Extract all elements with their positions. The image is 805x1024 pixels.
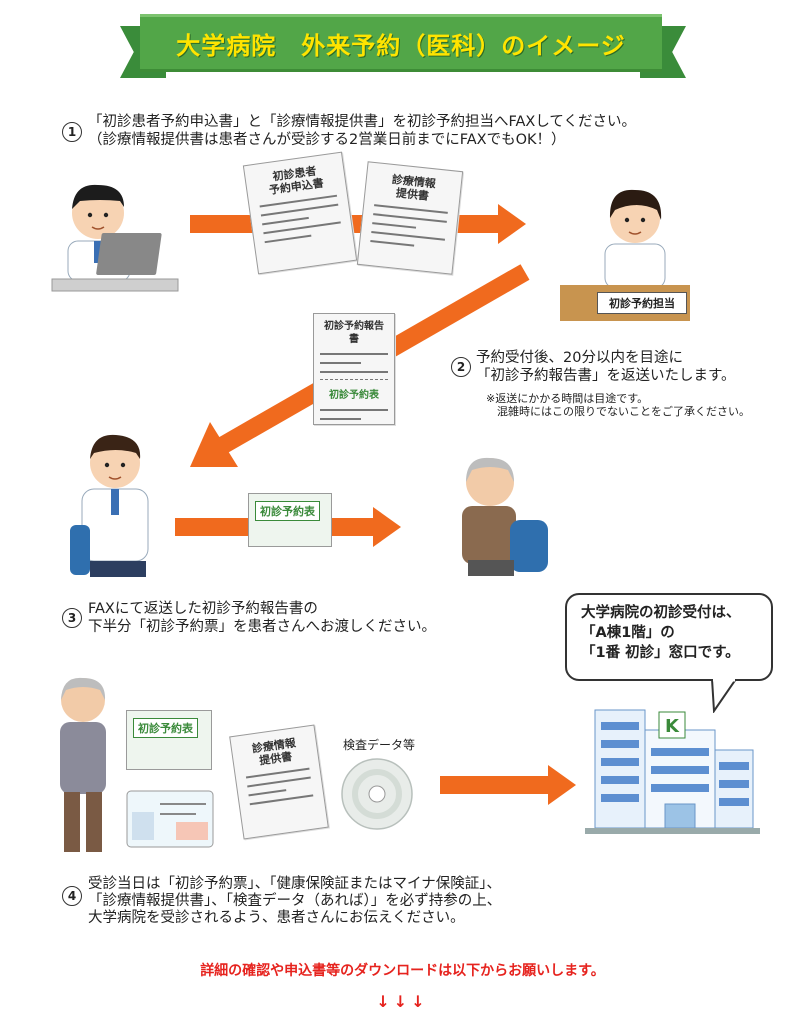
reservation-report-title: 初診予約報告書 [324, 321, 384, 345]
step-1-line-2: （診療情報提供書は患者さんが受診する2営業日前までにFAXでもOK！） [88, 132, 566, 148]
svg-text:K: K [665, 716, 680, 737]
application-form-title: 初診患者 予約申込書 [268, 164, 325, 198]
step-2-note-2: 混雑時にはこの限りでないことをご了承ください。 [486, 405, 750, 418]
step-4-line-2: 「診療情報提供書」、「検査データ（あれば）」を必ず持参の上、 [88, 893, 502, 909]
step-1-number: 1 [62, 122, 82, 142]
flow-arrow-fax-head [498, 204, 526, 244]
reservation-ticket: 初診予約表 [248, 493, 332, 547]
down-arrows-icon: ↓↓↓ [376, 992, 429, 1011]
flow-arrow-ticket-head [373, 507, 401, 547]
reservation-report-document: 初診予約報告書 初診予約表 [313, 313, 395, 425]
cd-disc-icon [341, 758, 413, 830]
step-4-line-1: 受診当日は「初診予約票」、「健康保険証またはマイナ保険証」、 [88, 876, 501, 892]
test-data-label: 検査データ等 [343, 738, 416, 752]
referral-letter-item-title: 診療情報 提供書 [251, 736, 297, 768]
hospital-building-illustration: K [585, 709, 760, 834]
step-2-line-2: 「初診予約報告書」を返送いたします。 [476, 368, 736, 384]
patient-seated-illustration [462, 457, 548, 576]
ticket-item-title: 初診予約表 [133, 718, 198, 738]
step-4-number: 4 [62, 886, 82, 906]
step-4-line-3: 大学病院を受診されるよう、患者さんにお伝えください。 [88, 910, 465, 926]
report-ticket-label: 初診予約表 [329, 390, 379, 401]
bubble-line-3: 「1番 初診」窓口です。 [581, 645, 740, 661]
reservation-staff-illustration [604, 189, 666, 289]
step-2-note-1: ※返送にかかる時間は目途です。 [486, 392, 649, 405]
reservation-ticket-title: 初診予約表 [255, 501, 320, 521]
reservation-staff-placard: 初診予約担当 [597, 292, 687, 314]
bubble-line-1: 大学病院の初診受付は、 [581, 605, 741, 621]
patient-standing-illustration [60, 677, 106, 852]
page-title: 大学病院 外来予約（医科）のイメージ [176, 31, 626, 60]
ticket-item: 初診予約表 [126, 710, 212, 770]
step-3-number: 3 [62, 608, 82, 628]
bubble-tail [710, 679, 738, 713]
referring-doctor-illustration [70, 434, 149, 577]
step-3-line-2: 下半分「初診予約票」を患者さんへお渡しください。 [88, 619, 436, 635]
reception-info-bubble: 大学病院の初診受付は、 「A棟1階」の 「1番 初診」窓口です。 [565, 593, 773, 681]
title-banner: 大学病院 外来予約（医科）のイメージ [140, 14, 662, 72]
referral-letter-item: 診療情報 提供書 [229, 724, 329, 840]
flow-arrow-hospital-head [548, 765, 576, 805]
step-1-line-1: 「初診患者予約申込書」と「診療情報提供書」を初診予約担当へFAXしてください。 [88, 114, 636, 130]
referral-letter-title: 診療情報 提供書 [391, 172, 437, 203]
bubble-line-2: 「A棟1階」の [581, 625, 675, 641]
insurance-card-icon [126, 790, 214, 848]
flow-arrow-hospital [440, 776, 550, 794]
step-2-number: 2 [451, 357, 471, 377]
download-notice: 詳細の確認や申込書等のダウンロードは以下からお願いします。 [200, 963, 605, 979]
step-3-line-1: FAXにて返送した初診予約報告書の [88, 601, 318, 617]
referral-letter-document: 診療情報 提供書 [356, 161, 464, 275]
step-2-line-1: 予約受付後、20分以内を目途に [476, 350, 683, 366]
doctor-laptop-illustration [51, 184, 179, 292]
application-form-document: 初診患者 予約申込書 [242, 151, 358, 275]
